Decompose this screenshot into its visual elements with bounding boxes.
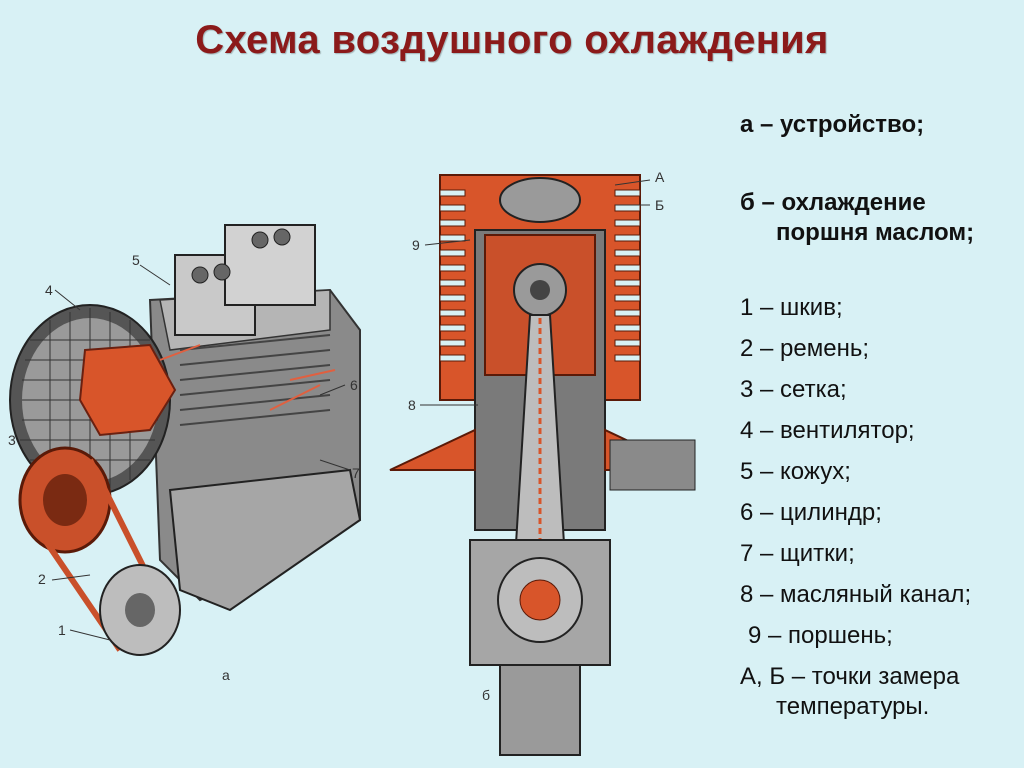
legend-item: 8 – масляный канал; xyxy=(740,581,972,608)
callout-6: 6 xyxy=(350,377,358,393)
callout-8: 8 xyxy=(408,397,416,413)
callout-3: 3 xyxy=(8,432,16,448)
engine-air-cooling-figure: 1 2 3 4 5 6 7 а xyxy=(8,224,362,683)
legend-ab-line1: А, Б – точки замера xyxy=(740,663,960,690)
callout-5: 5 xyxy=(132,252,140,268)
callout-4: 4 xyxy=(45,282,53,298)
legend-item: 1 – шкив; xyxy=(740,294,843,321)
figure-caption-a: а xyxy=(222,667,230,683)
callout-1: 1 xyxy=(58,622,66,638)
legend-item: 7 – щитки; xyxy=(740,540,855,567)
piston-oil-cooling-figure: 9 8 А Б б xyxy=(389,169,696,756)
legend-item: 2 – ремень; xyxy=(740,335,869,362)
legend-b-line1: б – охлаждение xyxy=(740,189,926,216)
legend-item: 5 – кожух; xyxy=(740,458,851,485)
callout-2: 2 xyxy=(38,571,46,587)
legend-item: 6 – цилиндр; xyxy=(740,499,882,526)
legend-item: 9 – поршень; xyxy=(748,622,893,649)
callout-B: Б xyxy=(655,197,664,213)
figure-caption-b: б xyxy=(482,687,490,703)
legend-a: а – устройство; xyxy=(740,111,925,138)
legend-item: 3 – сетка; xyxy=(740,376,847,403)
callout-A: А xyxy=(655,169,665,185)
legend-b-line2: поршня маслом; xyxy=(776,219,975,246)
legend-ab-line2: температуры. xyxy=(776,693,930,720)
legend-item: 4 – вентилятор; xyxy=(740,417,915,444)
legend: а – устройство; б – охлаждение поршня ма… xyxy=(740,110,1020,722)
callout-9: 9 xyxy=(412,237,420,253)
slide-title: Схема воздушного охлаждения xyxy=(195,18,829,62)
callout-7: 7 xyxy=(352,465,360,481)
